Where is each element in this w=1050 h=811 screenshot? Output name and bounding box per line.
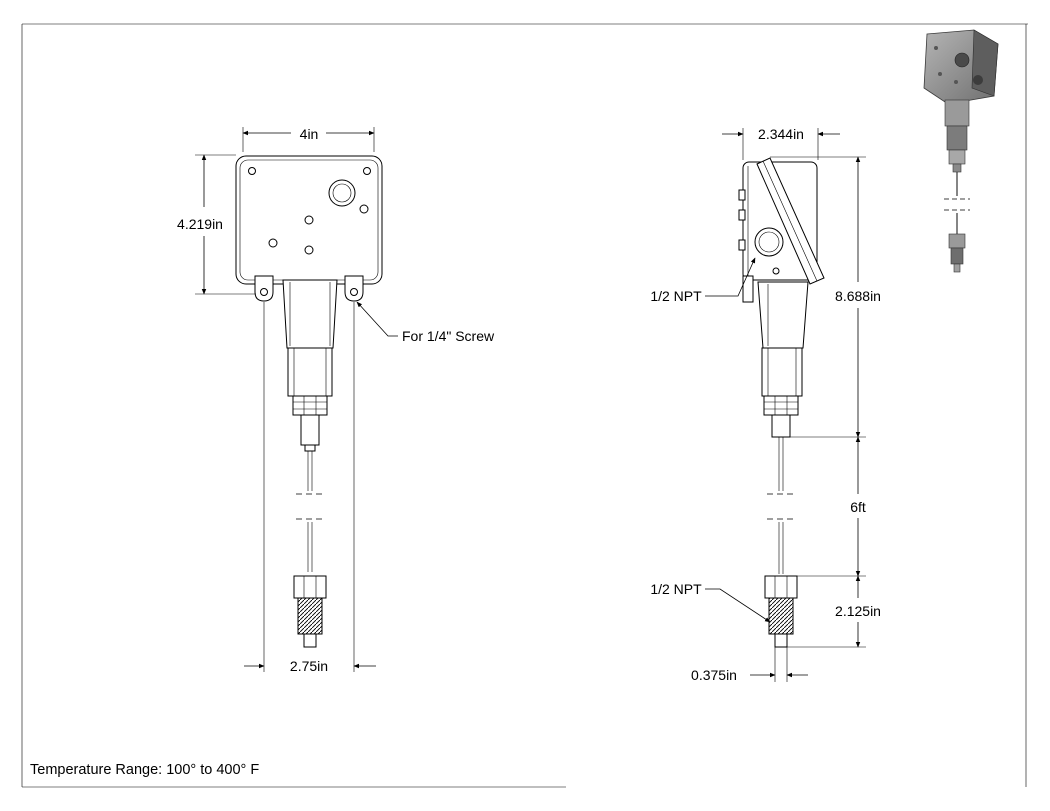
front-width-dimension: 4in (300, 126, 319, 142)
side-lower-nut (764, 575, 798, 599)
side-width-dimension: 2.344in (758, 126, 804, 142)
front-nut (292, 395, 328, 416)
front-stem (287, 347, 333, 397)
side-thread (768, 597, 794, 635)
mount-hole-icon (248, 167, 256, 175)
front-lower-nut (293, 575, 327, 599)
npt-upper-callout: 1/2 NPT (650, 288, 702, 304)
front-thread (297, 597, 323, 635)
side-stem (761, 347, 803, 397)
side-cover (756, 157, 825, 285)
side-neck (757, 281, 809, 349)
side-total-height-dimension: 8.688in (835, 288, 881, 304)
side-nut (763, 395, 799, 416)
side-fitting-height-dimension: 2.125in (835, 603, 881, 619)
front-view: 4in 4.219in 2.75in For 1/4" Screw (177, 126, 495, 674)
front-bottom-dimension: 2.75in (290, 658, 328, 674)
isometric-thumbnail (923, 29, 999, 273)
screw-callout: For 1/4" Screw (402, 328, 495, 344)
drawing-frame (21, 23, 1028, 788)
front-neck (282, 279, 338, 349)
front-height-dimension: 4.219in (177, 216, 223, 232)
side-cable-length-dimension: 6ft (850, 499, 866, 515)
npt-lower-callout: 1/2 NPT (650, 581, 702, 597)
side-view: 2.344in 8.688in 6ft 2.125in 0.375in 1/2 … (650, 126, 881, 683)
temperature-range-note: Temperature Range: 100° to 400° F (30, 762, 260, 778)
side-tip-dimension: 0.375in (691, 667, 737, 683)
